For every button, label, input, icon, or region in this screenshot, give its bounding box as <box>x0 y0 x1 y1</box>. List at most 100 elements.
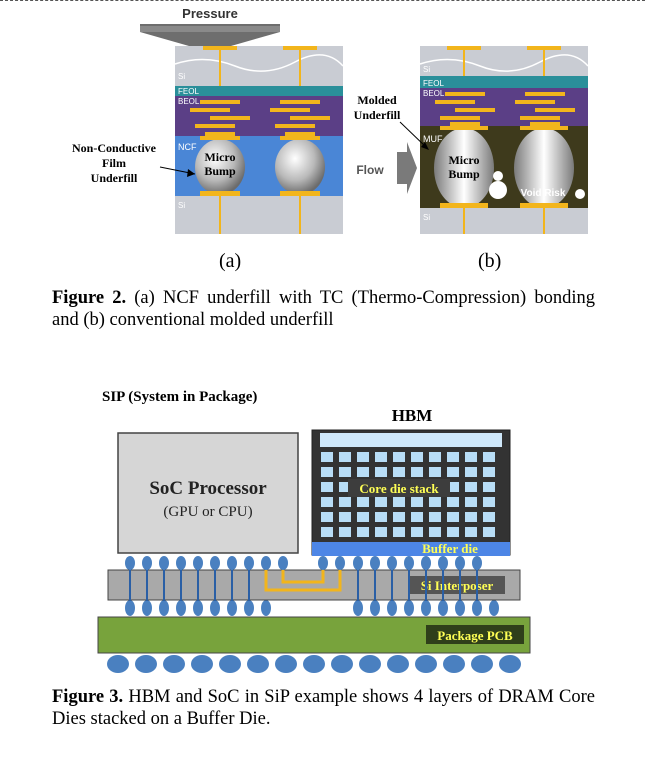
core-die-cell <box>375 467 387 477</box>
core-die-cell <box>429 512 441 522</box>
core-die-cell <box>411 497 423 507</box>
core-die-cell <box>375 497 387 507</box>
micro-bump-b-label-line1: Micro <box>448 153 479 167</box>
core-die-cell <box>411 527 423 537</box>
soc-title: SoC Processor <box>149 478 267 499</box>
core-die-cell <box>393 497 405 507</box>
soc-microbumps <box>125 556 288 570</box>
core-die-cell <box>393 452 405 462</box>
feol-layer-b <box>420 76 588 88</box>
micro-bump-b-label-line2: Bump <box>448 167 480 181</box>
muf-label: MUF <box>423 134 443 144</box>
si-top-label: Si <box>178 72 185 81</box>
core-die-cell <box>357 452 369 462</box>
figure3-caption: Figure 3. HBM and SoC in SiP example sho… <box>52 686 595 730</box>
core-die-cell <box>321 452 333 462</box>
figure2-caption-text: (a) NCF underfill with TC (Thermo-Compre… <box>52 288 595 330</box>
core-die-cell <box>339 482 351 492</box>
si-bottom-layer <box>175 196 343 234</box>
beol-label: BEOL <box>178 97 200 106</box>
core-die-cell <box>321 527 333 537</box>
micro-bump-2 <box>275 139 325 195</box>
figure3-diagram: SIP (System in Package) HBM Package PCB … <box>97 389 531 673</box>
ncf-side-label-line3: Underfill <box>91 171 138 185</box>
core-die-cell <box>393 527 405 537</box>
core-die-cell <box>321 497 333 507</box>
core-die-cell <box>411 512 423 522</box>
buffer-die-label: Buffer die <box>422 541 478 556</box>
core-die-cell <box>411 467 423 477</box>
core-die-cell <box>357 497 369 507</box>
top-dashed-rule <box>0 0 645 1</box>
interposer-label: Si Interposer <box>421 578 494 593</box>
pcb-solder-balls <box>107 655 521 673</box>
core-die-cell <box>465 497 477 507</box>
micro-bump-label-line2: Bump <box>204 164 236 178</box>
molded-underfill-label-line2: Underfill <box>354 108 401 122</box>
buffer-die <box>312 542 510 556</box>
void-bubble-2 <box>493 171 503 181</box>
figure2-panel-a: Pressure Si FEOL BEOL NCF Si Micro Bump <box>72 6 344 234</box>
micro-bump-label-line1: Micro <box>204 150 235 164</box>
core-die-cell <box>357 527 369 537</box>
core-die-cells <box>321 452 495 537</box>
molded-underfill-label-line1: Molded <box>357 93 397 107</box>
core-die-cell <box>321 482 333 492</box>
core-die-cell <box>393 512 405 522</box>
core-die-cell <box>375 452 387 462</box>
hbm-top-die <box>320 433 502 447</box>
hbm-microbumps <box>318 556 482 570</box>
figure2-caption-title: Figure 2. <box>52 288 127 308</box>
core-die-cell <box>339 467 351 477</box>
si-top-layer <box>175 46 343 86</box>
core-die-cell <box>375 527 387 537</box>
void-bubble-3 <box>575 189 585 199</box>
si-bottom-layer-b <box>420 208 588 234</box>
core-die-cell <box>375 512 387 522</box>
beol-label-b: BEOL <box>423 89 445 98</box>
sip-title: SIP (System in Package) <box>102 389 257 405</box>
core-die-cell <box>357 512 369 522</box>
core-die-cell <box>483 467 495 477</box>
core-die-cell <box>429 527 441 537</box>
core-die-cell <box>483 497 495 507</box>
core-die-cell <box>321 467 333 477</box>
interposer-bumps <box>125 600 499 616</box>
core-die-cell <box>339 497 351 507</box>
si-bottom-label-b: Si <box>423 213 430 222</box>
void-bubble-1 <box>489 181 507 199</box>
core-die-cell <box>393 467 405 477</box>
core-die-cell <box>339 452 351 462</box>
hbm-title: HBM <box>392 406 433 425</box>
figure2-caption: Figure 2. (a) NCF underfill with TC (The… <box>52 287 595 331</box>
core-die-cell <box>447 527 459 537</box>
core-die-cell <box>447 512 459 522</box>
core-die-cell <box>321 512 333 522</box>
ncf-side-label-line2: Film <box>102 156 126 170</box>
si-interposer <box>107 569 521 601</box>
core-die-cell <box>465 467 477 477</box>
micro-bump-b-2 <box>514 128 574 208</box>
si-top-label-b: Si <box>423 65 430 74</box>
core-die-cell <box>429 497 441 507</box>
void-risk-label: Void Risk <box>521 188 566 199</box>
figure3-caption-title: Figure 3. <box>52 687 124 707</box>
core-die-cell <box>465 452 477 462</box>
core-die-cell <box>447 467 459 477</box>
beol-metal-b <box>435 92 575 126</box>
core-die-cell <box>339 512 351 522</box>
core-die-cell <box>483 452 495 462</box>
soc-processor-die <box>117 432 299 554</box>
feol-label: FEOL <box>178 87 199 96</box>
flow-arrow <box>397 142 417 194</box>
micro-bump-1 <box>195 139 245 195</box>
core-die-cell <box>411 452 423 462</box>
core-die-cell <box>447 482 459 492</box>
flow-label: Flow <box>356 163 384 177</box>
core-die-cell <box>465 527 477 537</box>
core-die-cell <box>483 512 495 522</box>
core-die-cell <box>465 512 477 522</box>
beol-metal <box>190 100 330 136</box>
ncf-side-label-line1: Non-Conductive <box>72 141 157 155</box>
core-die-cell <box>483 527 495 537</box>
